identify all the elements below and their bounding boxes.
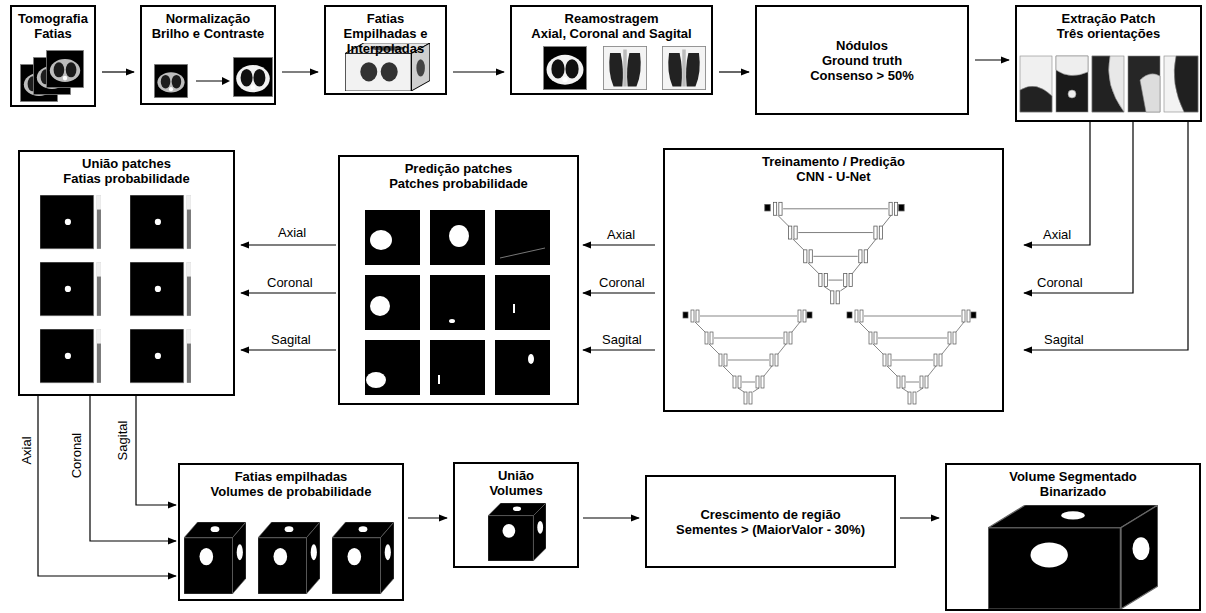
orientation-label: Sagital: [600, 332, 644, 347]
box-title: União: [461, 468, 571, 483]
segmented-volume: [988, 505, 1158, 609]
orientation-label: Axial: [605, 227, 637, 242]
box-subtitle: Axial, Coronal and Sagital: [518, 26, 705, 41]
process-box: NormalizaçãoBrilho e Contraste: [140, 5, 276, 105]
probability-patches: [365, 210, 550, 395]
orientation-label: Axial: [276, 225, 308, 240]
flow-arrow: [38, 396, 176, 576]
box-title: Treinamento / Predição: [671, 154, 996, 169]
flow-arrow: [583, 349, 655, 350]
probability-slices: [40, 195, 191, 383]
box-subtitle: Fatias: [18, 26, 88, 41]
box-title: Crescimento de região: [653, 507, 888, 522]
orientation-label: Sagital: [1042, 332, 1086, 347]
box-title: União patches: [26, 156, 227, 171]
orientation-label: Coronal: [69, 430, 84, 480]
orientation-label: Sagital: [269, 332, 313, 347]
box-title: Fatias Empilhadas e Interpoladas: [332, 11, 439, 56]
process-box: Predição patchesPatches probabilidade: [338, 155, 579, 405]
process-box: TomografiaFatias: [10, 5, 96, 107]
process-box: NódulosGround truthConsenso > 50%: [755, 5, 969, 115]
orientation-label: Coronal: [1035, 275, 1085, 290]
resampling-views: [543, 46, 705, 89]
orientation-label: Coronal: [597, 275, 647, 290]
box-title: Fatias empilhadas: [186, 469, 396, 484]
flow-arrow: [900, 517, 939, 518]
flow-arrow: [1024, 122, 1188, 350]
box-subtitle: Três orientações: [1023, 26, 1194, 41]
box-subtitle: Volumes: [461, 483, 571, 498]
process-box: ReamostragemAxial, Coronal and Sagital: [510, 5, 713, 95]
box-subtitle: Volumes de probabilidade: [186, 484, 396, 499]
box-subtitle: Ground truth: [763, 53, 961, 68]
box-subtitle: Consenso > 50%: [763, 68, 961, 83]
flow-arrow: [241, 349, 336, 350]
flow-arrow: [282, 71, 318, 72]
flow-arrow: [583, 517, 639, 518]
flow-arrow: [241, 244, 336, 245]
probability-volumes: [184, 522, 394, 594]
process-box: Extração PatchTrês orientações: [1015, 5, 1202, 122]
box-title: Predição patches: [346, 161, 571, 176]
flow-arrow: [1024, 122, 1133, 293]
process-box: Treinamento / PrediçãoCNN - U-Net: [663, 148, 1004, 412]
orientation-label: Axial: [19, 434, 34, 466]
process-box: UniãoVolumes: [453, 462, 579, 568]
process-box: Fatias empilhadasVolumes de probabilidad…: [178, 463, 404, 601]
box-title: Nódulos: [763, 38, 961, 53]
orientation-label: Axial: [1041, 227, 1073, 242]
flow-arrow: [453, 71, 504, 72]
box-title: Volume Segmentado: [953, 469, 1193, 484]
flow-arrow: [136, 396, 176, 505]
box-subtitle: CNN - U-Net: [671, 169, 996, 184]
normalization-example: [154, 57, 272, 97]
box-subtitle: Fatias probabilidade: [26, 171, 227, 186]
merged-volume: [488, 503, 546, 561]
flow-arrow: [975, 59, 1009, 60]
flow-arrow: [583, 244, 655, 245]
flow-arrow: [408, 517, 447, 518]
process-box: Volume SegmentadoBinarizado: [945, 463, 1201, 611]
unet-diagrams: [683, 202, 976, 404]
flow-arrow: [90, 396, 176, 541]
box-subtitle: Binarizado: [953, 484, 1193, 499]
flow-arrow: [1024, 122, 1090, 245]
box-title: Tomografia: [18, 11, 88, 26]
box-title: Reamostragem: [518, 11, 705, 26]
flow-arrow: [719, 71, 749, 72]
box-title: Extração Patch: [1023, 11, 1194, 26]
flow-arrow: [241, 292, 336, 293]
flow-arrow: [102, 71, 134, 72]
box-subtitle: Sementes > (MaiorValor - 30%): [653, 522, 888, 537]
orientation-label: Sagital: [115, 418, 130, 462]
process-box: Fatias Empilhadas e Interpoladas: [324, 5, 447, 95]
ct-slice-stack: [20, 50, 83, 101]
orientation-label: Coronal: [265, 275, 315, 290]
flow-arrow: [583, 292, 655, 293]
box-subtitle: Brilho e Contraste: [148, 26, 268, 41]
process-box: União patchesFatias probabilidade: [18, 150, 235, 396]
box-title: Normalização: [148, 11, 268, 26]
process-box: Crescimento de regiãoSementes > (MaiorVa…: [645, 475, 896, 568]
box-subtitle: Patches probabilidade: [346, 176, 571, 191]
patch-samples: [1020, 56, 1198, 112]
